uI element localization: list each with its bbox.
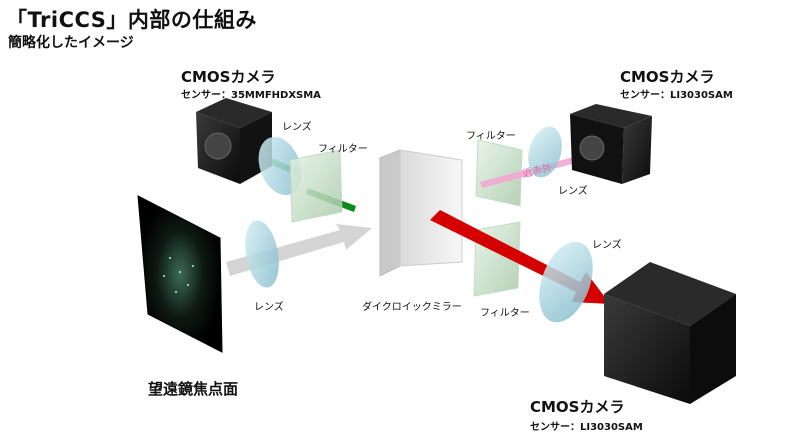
page-title: 「TriCCS」内部の仕組み — [6, 8, 257, 32]
bottom-camera-body — [604, 262, 736, 404]
bottom-lens-label: レンズ — [592, 240, 622, 251]
focal-plane — [137, 195, 223, 353]
bottom-camera-sensor: センサー：LI3030SAM — [530, 422, 643, 433]
bottom-filter-label: フィルター — [480, 308, 530, 319]
right-camera-sensor: センサー：LI3030SAM — [620, 90, 733, 101]
front-lens — [245, 220, 279, 288]
left-camera-body — [196, 98, 272, 184]
right-camera-name: CMOSカメラ — [620, 68, 715, 86]
right-camera-body — [570, 104, 652, 184]
top-right-filter-label: フィルター — [466, 131, 516, 142]
dichroic-mirror-label: ダイクロイックミラー — [362, 302, 462, 313]
focal-plane-label: 望遠鏡焦点面 — [148, 380, 239, 398]
left-camera-name: CMOSカメラ — [181, 68, 276, 86]
left-camera-sensor: センサー：35MMFHDXSMA — [181, 90, 321, 101]
top-left-filter — [289, 149, 343, 223]
top-right-lens — [528, 126, 562, 178]
top-right-lens-label: レンズ — [558, 186, 588, 197]
dichroic-mirror — [379, 149, 463, 277]
top-left-filter-label: フィルター — [318, 144, 368, 155]
bottom-camera-name: CMOSカメラ — [530, 398, 625, 416]
bottom-lens — [539, 241, 593, 323]
top-right-filter — [475, 139, 523, 207]
page-subtitle: 簡略化したイメージ — [8, 35, 134, 51]
front-lens-label: レンズ — [254, 302, 284, 313]
top-left-lens-label: レンズ — [282, 122, 312, 133]
